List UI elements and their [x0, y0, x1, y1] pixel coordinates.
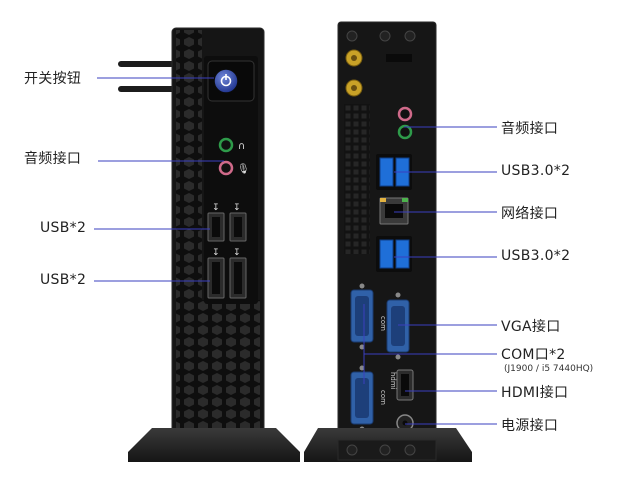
- label-front-usb-top: USB*2: [40, 220, 87, 236]
- com-port-marking: com: [379, 316, 387, 331]
- com-port-2[interactable]: [350, 365, 374, 432]
- usb3-port[interactable]: [379, 157, 394, 187]
- label-rear-audio: 音频接口: [501, 121, 559, 137]
- headphone-icon: ∩: [238, 141, 245, 152]
- front-io-plate: [204, 56, 258, 304]
- usb3-port[interactable]: [379, 239, 394, 269]
- rear-vent: [344, 104, 370, 254]
- label-front-usb-bottom: USB*2: [40, 272, 87, 288]
- label-com-note: (J1900 / i5 7440HQ): [504, 364, 594, 374]
- front-stand: [128, 428, 300, 462]
- usb3-port[interactable]: [395, 239, 410, 269]
- front-unit: ∩ 🎙 ↧ ↧ ↧ ↧: [118, 27, 300, 462]
- hdmi-port[interactable]: [396, 369, 414, 401]
- antenna-icon: [118, 86, 176, 92]
- headphone-jack[interactable]: [218, 137, 234, 153]
- mic-jack[interactable]: [218, 160, 234, 176]
- usb-icon: ↧: [212, 203, 220, 213]
- usb-icon: ↧: [233, 248, 241, 258]
- front-usb-group-bottom: ↧ ↧: [207, 248, 247, 299]
- label-front-audio: 音频接口: [24, 151, 82, 167]
- rear-audio-jack[interactable]: [397, 124, 413, 140]
- leader-lines: [94, 77, 497, 425]
- label-power-button: 开关按钮: [24, 71, 82, 87]
- label-rear-usb30-top: USB3.0*2: [501, 163, 571, 179]
- vga-port[interactable]: [386, 292, 410, 360]
- label-power-jack: 电源接口: [501, 418, 559, 434]
- microphone-icon: 🎙: [237, 163, 250, 175]
- usb-icon: ↧: [212, 248, 220, 258]
- rear-mic-jack[interactable]: [397, 106, 413, 122]
- front-hex-grille-lower: [176, 300, 260, 442]
- label-hdmi: HDMI接口: [501, 385, 569, 401]
- com-port-marking: com: [379, 390, 387, 405]
- power-button[interactable]: [213, 68, 239, 94]
- com-port-1[interactable]: [350, 283, 374, 350]
- ethernet-port[interactable]: [379, 197, 409, 225]
- label-vga: VGA接口: [501, 319, 561, 335]
- hdmi-port-marking: hdmi: [389, 372, 397, 390]
- rear-unit: com com hdmi: [304, 21, 472, 462]
- label-rear-usb30-bottom: USB3.0*2: [501, 248, 571, 264]
- usb-icon: ↧: [233, 203, 241, 213]
- front-usb-group-top: ↧ ↧: [207, 203, 247, 242]
- label-network: 网络接口: [501, 206, 559, 222]
- label-com: COM口*2: [501, 347, 566, 363]
- rear-usb30-group-bottom: [376, 236, 412, 272]
- antenna-icon: [118, 61, 176, 67]
